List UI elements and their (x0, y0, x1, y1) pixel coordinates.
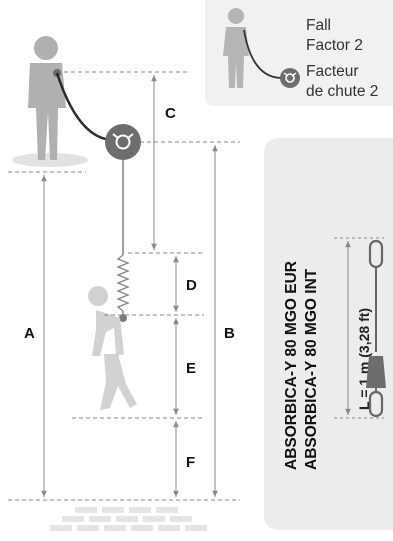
fall-factor-inset: Fall Factor 2 Facteur de chute 2 (205, 0, 393, 106)
inset-person-icon (223, 8, 249, 88)
product-name-int: ABSORBICA-Y 80 MGO INT (303, 268, 320, 470)
inset-factor-label: Factor 2 (306, 37, 363, 54)
dimension-f-label: F (186, 454, 195, 471)
inset-chute-label: de chute 2 (306, 83, 378, 100)
deployed-absorber-spring (116, 254, 130, 312)
product-panel-background (264, 138, 393, 530)
standing-person-figure (28, 36, 66, 160)
absorber-pouch (366, 356, 386, 388)
dimension-c-label: C (165, 105, 176, 122)
inset-lanyard (243, 29, 283, 79)
lanyard-product-icon (366, 239, 386, 418)
inset-fall-label: Fall (306, 17, 331, 34)
inset-facteur-label: Facteur (306, 63, 359, 80)
falling-person-figure (88, 286, 137, 410)
product-name-eur: ABSORBICA-Y 80 MGO EUR (283, 261, 300, 470)
dimension-d-label: D (186, 277, 197, 294)
dimension-arrows (41, 75, 218, 497)
dimension-e-label: E (186, 360, 196, 377)
energy-absorber-icon (105, 124, 141, 160)
falling-attachment-point (119, 314, 127, 322)
dimension-b-label: B (224, 325, 235, 342)
inset-absorber-icon (280, 68, 300, 88)
inset-panel (205, 0, 393, 106)
dimension-a-label: A (24, 325, 35, 342)
product-panel: ABSORBICA-Y 80 MGO EUR ABSORBICA-Y 80 MG… (264, 138, 393, 530)
ground-bricks (50, 507, 207, 531)
